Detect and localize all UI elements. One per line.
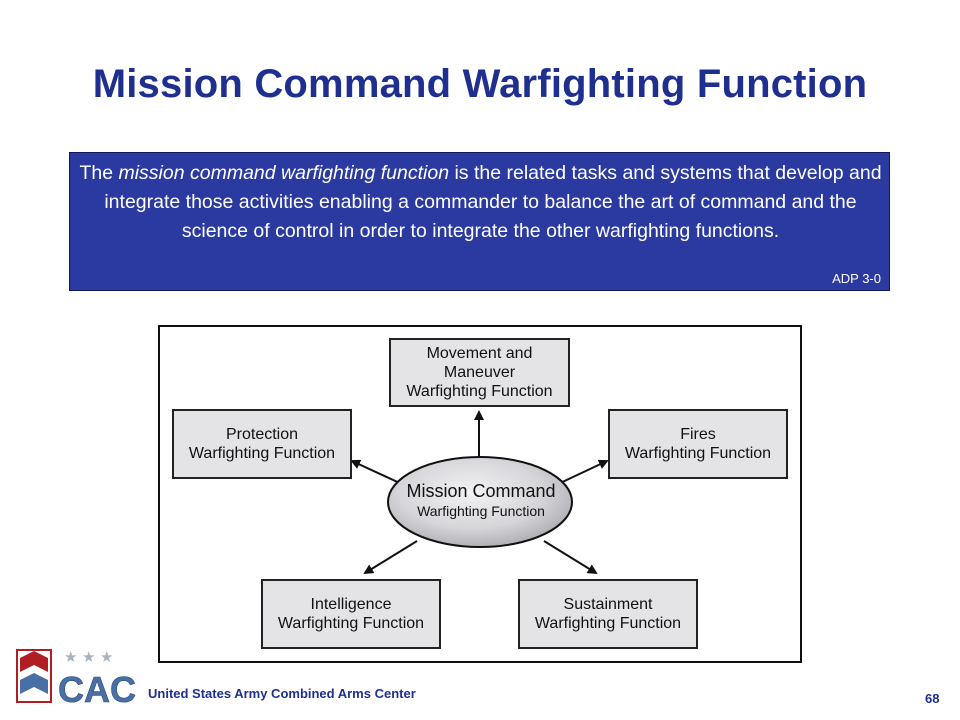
arrow-to-fires [555, 459, 609, 486]
logo-stars: ★ ★ ★ [64, 648, 113, 666]
node-movement-line3: Warfighting Function [406, 383, 553, 400]
center-ellipse [387, 456, 573, 548]
logo-chevron-top [20, 651, 48, 672]
node-movement-line1: Movement and [426, 345, 533, 362]
arrow-to-sustainment [543, 540, 598, 575]
slide-title: Mission Command Warfighting Function [92, 62, 868, 106]
definition-pre: The [79, 162, 119, 184]
node-sustainment: Sustainment Warfighting Function [518, 579, 698, 649]
node-movement-line2: Maneuver [443, 364, 516, 381]
node-fires-line2: Warfighting Function [624, 445, 772, 462]
arrow-to-intelligence [363, 540, 418, 575]
svg-text:★: ★ [82, 648, 95, 666]
node-intelligence-line2: Warfighting Function [277, 615, 425, 632]
definition-text: The mission command warfighting function… [78, 159, 883, 246]
definition-box: The mission command warfighting function… [69, 152, 890, 291]
center-label-line1: Mission Command [406, 481, 556, 501]
cac-logo: ✦ ★ ★ ★ CAC [16, 648, 136, 708]
node-protection: Protection Warfighting Function [172, 409, 352, 479]
definition-post: is the related tasks and systems that de… [104, 162, 882, 242]
center-label: Mission Command Warfighting Function [389, 480, 573, 520]
node-movement-maneuver: Movement and Maneuver Warfighting Functi… [389, 338, 570, 407]
logo-chevron-bottom [20, 673, 48, 694]
node-sustainment-line2: Warfighting Function [534, 615, 682, 632]
node-protection-line2: Warfighting Function [188, 445, 336, 462]
svg-text:★: ★ [100, 648, 113, 666]
footer-org: United States Army Combined Arms Center [148, 686, 416, 701]
node-fires-line1: Fires [680, 426, 716, 443]
arrow-to-protection [350, 459, 405, 486]
logo-eagle-mark: ✦ [36, 666, 40, 672]
logo-text: CAC [58, 669, 136, 708]
definition-term: mission command warfighting function [118, 162, 450, 184]
center-label-line2: Warfighting Function [417, 503, 545, 519]
node-intelligence: Intelligence Warfighting Function [261, 579, 441, 649]
node-fires: Fires Warfighting Function [608, 409, 788, 479]
node-protection-line1: Protection [225, 426, 299, 443]
definition-source: ADP 3-0 [832, 271, 881, 286]
node-intelligence-line1: Intelligence [310, 596, 392, 613]
page-number: 68 [925, 691, 940, 706]
svg-text:★: ★ [64, 648, 77, 666]
node-sustainment-line1: Sustainment [563, 596, 653, 613]
